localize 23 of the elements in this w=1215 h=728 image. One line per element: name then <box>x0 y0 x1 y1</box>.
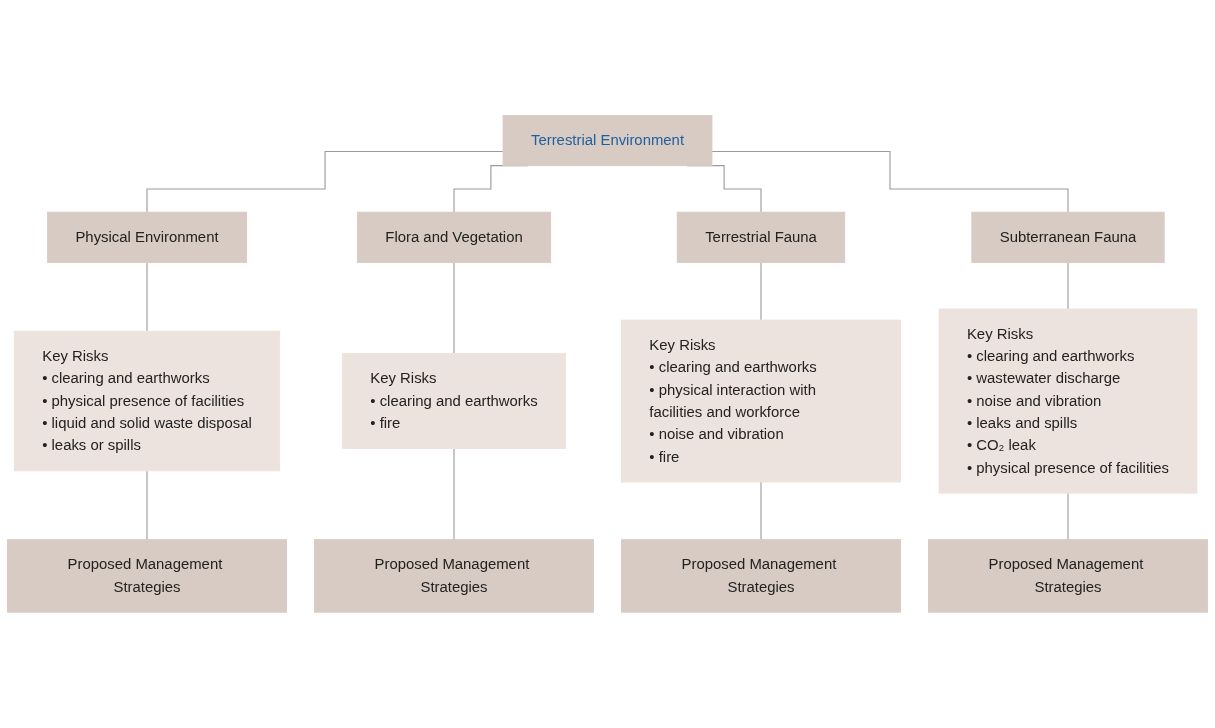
connector <box>1067 262 1069 310</box>
connector <box>453 262 455 355</box>
node-box: Subterranean Fauna <box>971 211 1165 264</box>
node-box: Key Risks • clearing and earthworks • fire <box>341 353 567 450</box>
node-box: Flora and Vegetation <box>356 211 552 264</box>
connector <box>1067 492 1069 541</box>
node-box: Proposed Management Strategies <box>928 539 1208 613</box>
connector <box>760 262 762 321</box>
connector <box>146 262 148 332</box>
node-box: Key Risks • clearing and earthworks • physical presence of facilities • liquid and solid waste disposal • leaks or spills <box>13 330 281 472</box>
connector <box>146 470 148 541</box>
node-box: Physical Environment <box>47 211 247 264</box>
connector <box>453 448 455 541</box>
node-box: Key Risks • clearing and earthworks • physical interaction with facilities and workforce • noise and vibration • fire <box>621 319 901 483</box>
node-box: Proposed Management Strategies <box>621 539 901 613</box>
node-box: Key Risks • clearing and earthworks • wastewater discharge • noise and vibration • leaks and spills • CO₂ leak • physical presence of facilities <box>938 308 1198 494</box>
connector <box>760 481 762 541</box>
connector <box>146 151 504 213</box>
node-box: Proposed Management Strategies <box>314 539 594 613</box>
node-box: Proposed Management Strategies <box>7 539 287 613</box>
connector <box>711 151 1069 213</box>
node-box: Terrestrial Fauna <box>676 211 846 264</box>
node-box: Terrestrial Environment <box>502 115 713 167</box>
